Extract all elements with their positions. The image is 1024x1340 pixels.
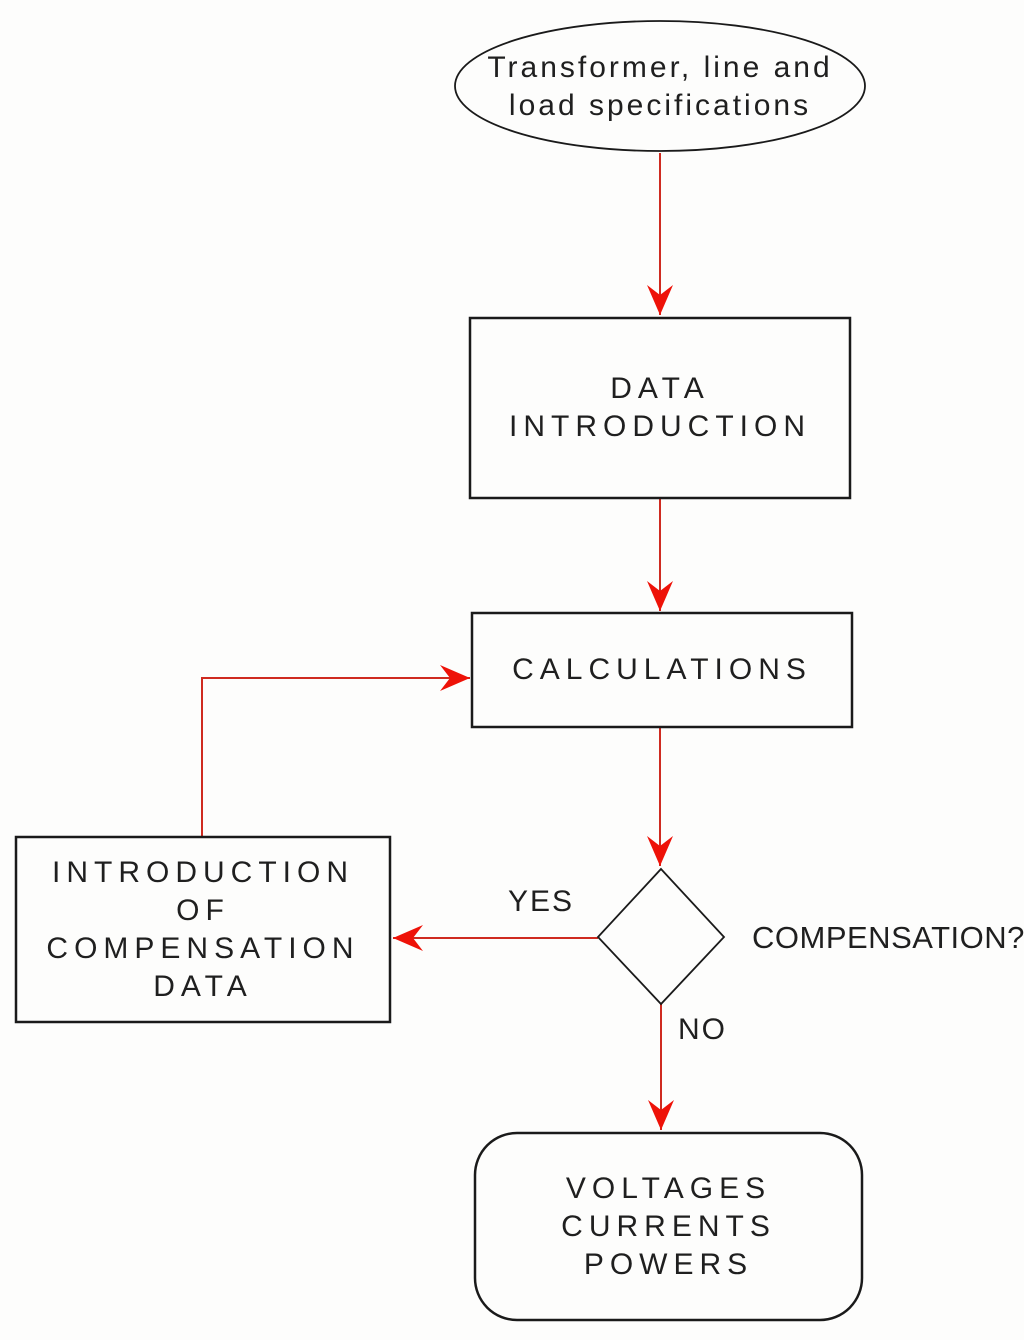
edge-compensation-data-to-calculations xyxy=(201,665,470,837)
results-node-label: VOLTAGES CURRENTS POWERS xyxy=(475,1133,862,1320)
start-ellipse-shape xyxy=(454,20,866,152)
compensation-data-label-line-3: COMPENSATION xyxy=(46,931,360,965)
compensation-data-box-shape xyxy=(14,835,392,1024)
start-node-label: Transformer, line and load specification… xyxy=(455,22,865,152)
results-label-line-1: VOLTAGES xyxy=(565,1171,772,1205)
start-label-line-1: Transformer, line and xyxy=(487,51,833,84)
start-label-line-2: load specifications xyxy=(508,89,812,122)
compensation-data-label-line-2: OF xyxy=(176,893,230,927)
results-label-line-2: CURRENTS xyxy=(561,1209,776,1243)
calculations-box-shape xyxy=(470,611,854,729)
calculations-node-label: CALCULATIONS xyxy=(472,613,852,727)
compensation-data-label-line-4: DATA xyxy=(153,969,253,1003)
results-rounded-box-shape xyxy=(473,1131,864,1322)
data-introduction-node-label: DATA INTRODUCTION xyxy=(470,318,850,498)
compensation-decision-diamond-shape xyxy=(596,867,726,1006)
data-introduction-label-line-1: DATA xyxy=(610,372,710,405)
results-label-line-3: POWERS xyxy=(583,1247,754,1281)
yes-edge-label: YES xyxy=(508,885,575,918)
compensation-decision-label: COMPENSATION? xyxy=(752,920,1024,955)
compensation-data-label-line-1: INTRODUCTION xyxy=(52,855,354,889)
no-edge-label: NO xyxy=(678,1013,727,1046)
data-introduction-label-line-2: INTRODUCTION xyxy=(509,410,811,443)
data-introduction-box-shape xyxy=(468,316,852,500)
calculations-label-line-1: CALCULATIONS xyxy=(512,653,812,686)
compensation-data-node-label: INTRODUCTION OF COMPENSATION DATA xyxy=(16,837,390,1022)
